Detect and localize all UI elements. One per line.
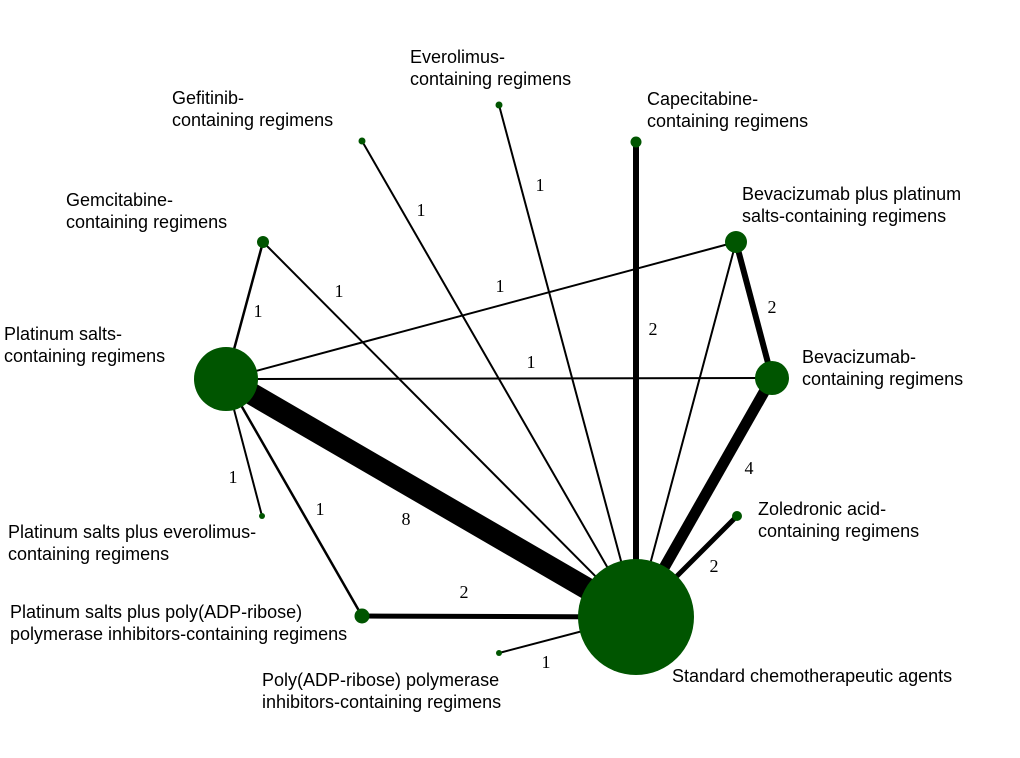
node-plat_everolimus <box>259 513 265 519</box>
node-label-line: Bevacizumab- <box>802 347 916 367</box>
node-label-line: containing regimens <box>66 212 227 232</box>
node-label-line: containing regimens <box>802 369 963 389</box>
node-label-capecitabine: Capecitabine-containing regimens <box>647 89 808 131</box>
edge-label-everolimus-standard: 1 <box>536 175 545 195</box>
edge-label-platinum-gemcitabine: 1 <box>254 301 263 321</box>
network-nodes <box>194 101 789 675</box>
node-label-line: Standard chemotherapeutic agents <box>672 666 952 686</box>
node-label-line: containing regimens <box>410 69 571 89</box>
node-label-zoledronic: Zoledronic acid-containing regimens <box>758 499 919 541</box>
node-gefitinib <box>358 137 366 145</box>
edge-label-platinum-standard: 8 <box>402 509 411 529</box>
edge-label-gefitinib-standard: 1 <box>417 200 426 220</box>
edge-label-capecitabine-standard: 2 <box>649 319 658 339</box>
edge-gefitinib-standard <box>361 140 637 618</box>
node-label-gemcitabine: Gemcitabine-containing regimens <box>66 190 227 232</box>
edge-gemcitabine-standard <box>262 241 637 618</box>
node-label-line: containing regimens <box>8 544 169 564</box>
edge-label-bevacizumab-standard: 4 <box>745 458 754 478</box>
node-standard <box>578 559 694 675</box>
node-label-line: Zoledronic acid- <box>758 499 886 519</box>
node-label-gefitinib: Gefitinib-containing regimens <box>172 88 333 130</box>
node-label-line: containing regimens <box>647 111 808 131</box>
node-label-line: containing regimens <box>172 110 333 130</box>
edge-everolimus-standard <box>498 104 637 618</box>
node-bev_platinum <box>725 231 747 253</box>
edge-label-platinum-bevacizumab: 1 <box>527 352 536 372</box>
node-label-line: Everolimus- <box>410 47 505 67</box>
edge-label-zoledronic-standard: 2 <box>710 556 719 576</box>
node-label-everolimus: Everolimus-containing regimens <box>410 47 571 89</box>
edge-label-bev_platinum-bevacizumab: 2 <box>768 297 777 317</box>
edge-platinum-plat_parp <box>224 378 364 617</box>
edge-label-platinum-plat_parp: 1 <box>316 499 325 519</box>
node-label-line: Capecitabine- <box>647 89 758 109</box>
node-label-standard: Standard chemotherapeutic agents <box>672 666 952 686</box>
node-label-plat_everolimus: Platinum salts plus everolimus-containin… <box>8 522 256 564</box>
node-capecitabine <box>630 136 642 148</box>
node-label-line: Bevacizumab plus platinum <box>742 184 961 204</box>
node-label-line: Gefitinib- <box>172 88 244 108</box>
edge-platinum-bev_platinum <box>225 241 737 380</box>
node-label-platinum: Platinum salts-containing regimens <box>4 324 165 366</box>
node-label-line: Platinum salts plus poly(ADP-ribose) <box>10 602 302 622</box>
node-platinum <box>194 347 258 411</box>
node-label-line: Poly(ADP-ribose) polymerase <box>262 670 499 690</box>
node-label-line: Gemcitabine- <box>66 190 173 210</box>
network-edge-labels: 8 1 1 1 1 1 1 1 1 2 2 4 2 2 1 <box>229 175 777 672</box>
node-label-line: salts-containing regimens <box>742 206 946 226</box>
node-label-line: inhibitors-containing regimens <box>262 692 501 712</box>
node-label-line: Platinum salts- <box>4 324 122 344</box>
node-everolimus <box>495 101 503 109</box>
node-plat_parp <box>354 608 370 624</box>
edge-label-platinum-bev_platinum: 1 <box>496 276 505 296</box>
node-label-bevacizumab: Bevacizumab-containing regimens <box>802 347 963 389</box>
edge-bev_platinum-bevacizumab <box>733 241 775 379</box>
node-gemcitabine <box>257 236 269 248</box>
network-node-labels: Platinum salts-containing regimensStanda… <box>4 47 963 712</box>
node-label-line: containing regimens <box>758 521 919 541</box>
node-label-plat_parp: Platinum salts plus poly(ADP-ribose)poly… <box>10 602 347 644</box>
node-bevacizumab <box>755 361 789 395</box>
node-label-line: containing regimens <box>4 346 165 366</box>
node-parp <box>496 650 502 656</box>
edge-label-gemcitabine-standard: 1 <box>335 281 344 301</box>
node-label-line: Platinum salts plus everolimus- <box>8 522 256 542</box>
edge-platinum-standard <box>220 369 642 627</box>
node-label-line: polymerase inhibitors-containing regimen… <box>10 624 347 644</box>
node-zoledronic <box>732 511 742 521</box>
network-edges <box>220 104 777 654</box>
edge-label-plat_parp-standard: 2 <box>460 582 469 602</box>
edge-label-parp-standard: 1 <box>542 652 551 672</box>
edge-bev_platinum-standard <box>635 241 737 618</box>
edge-label-platinum-plat_everolimus: 1 <box>229 467 238 487</box>
